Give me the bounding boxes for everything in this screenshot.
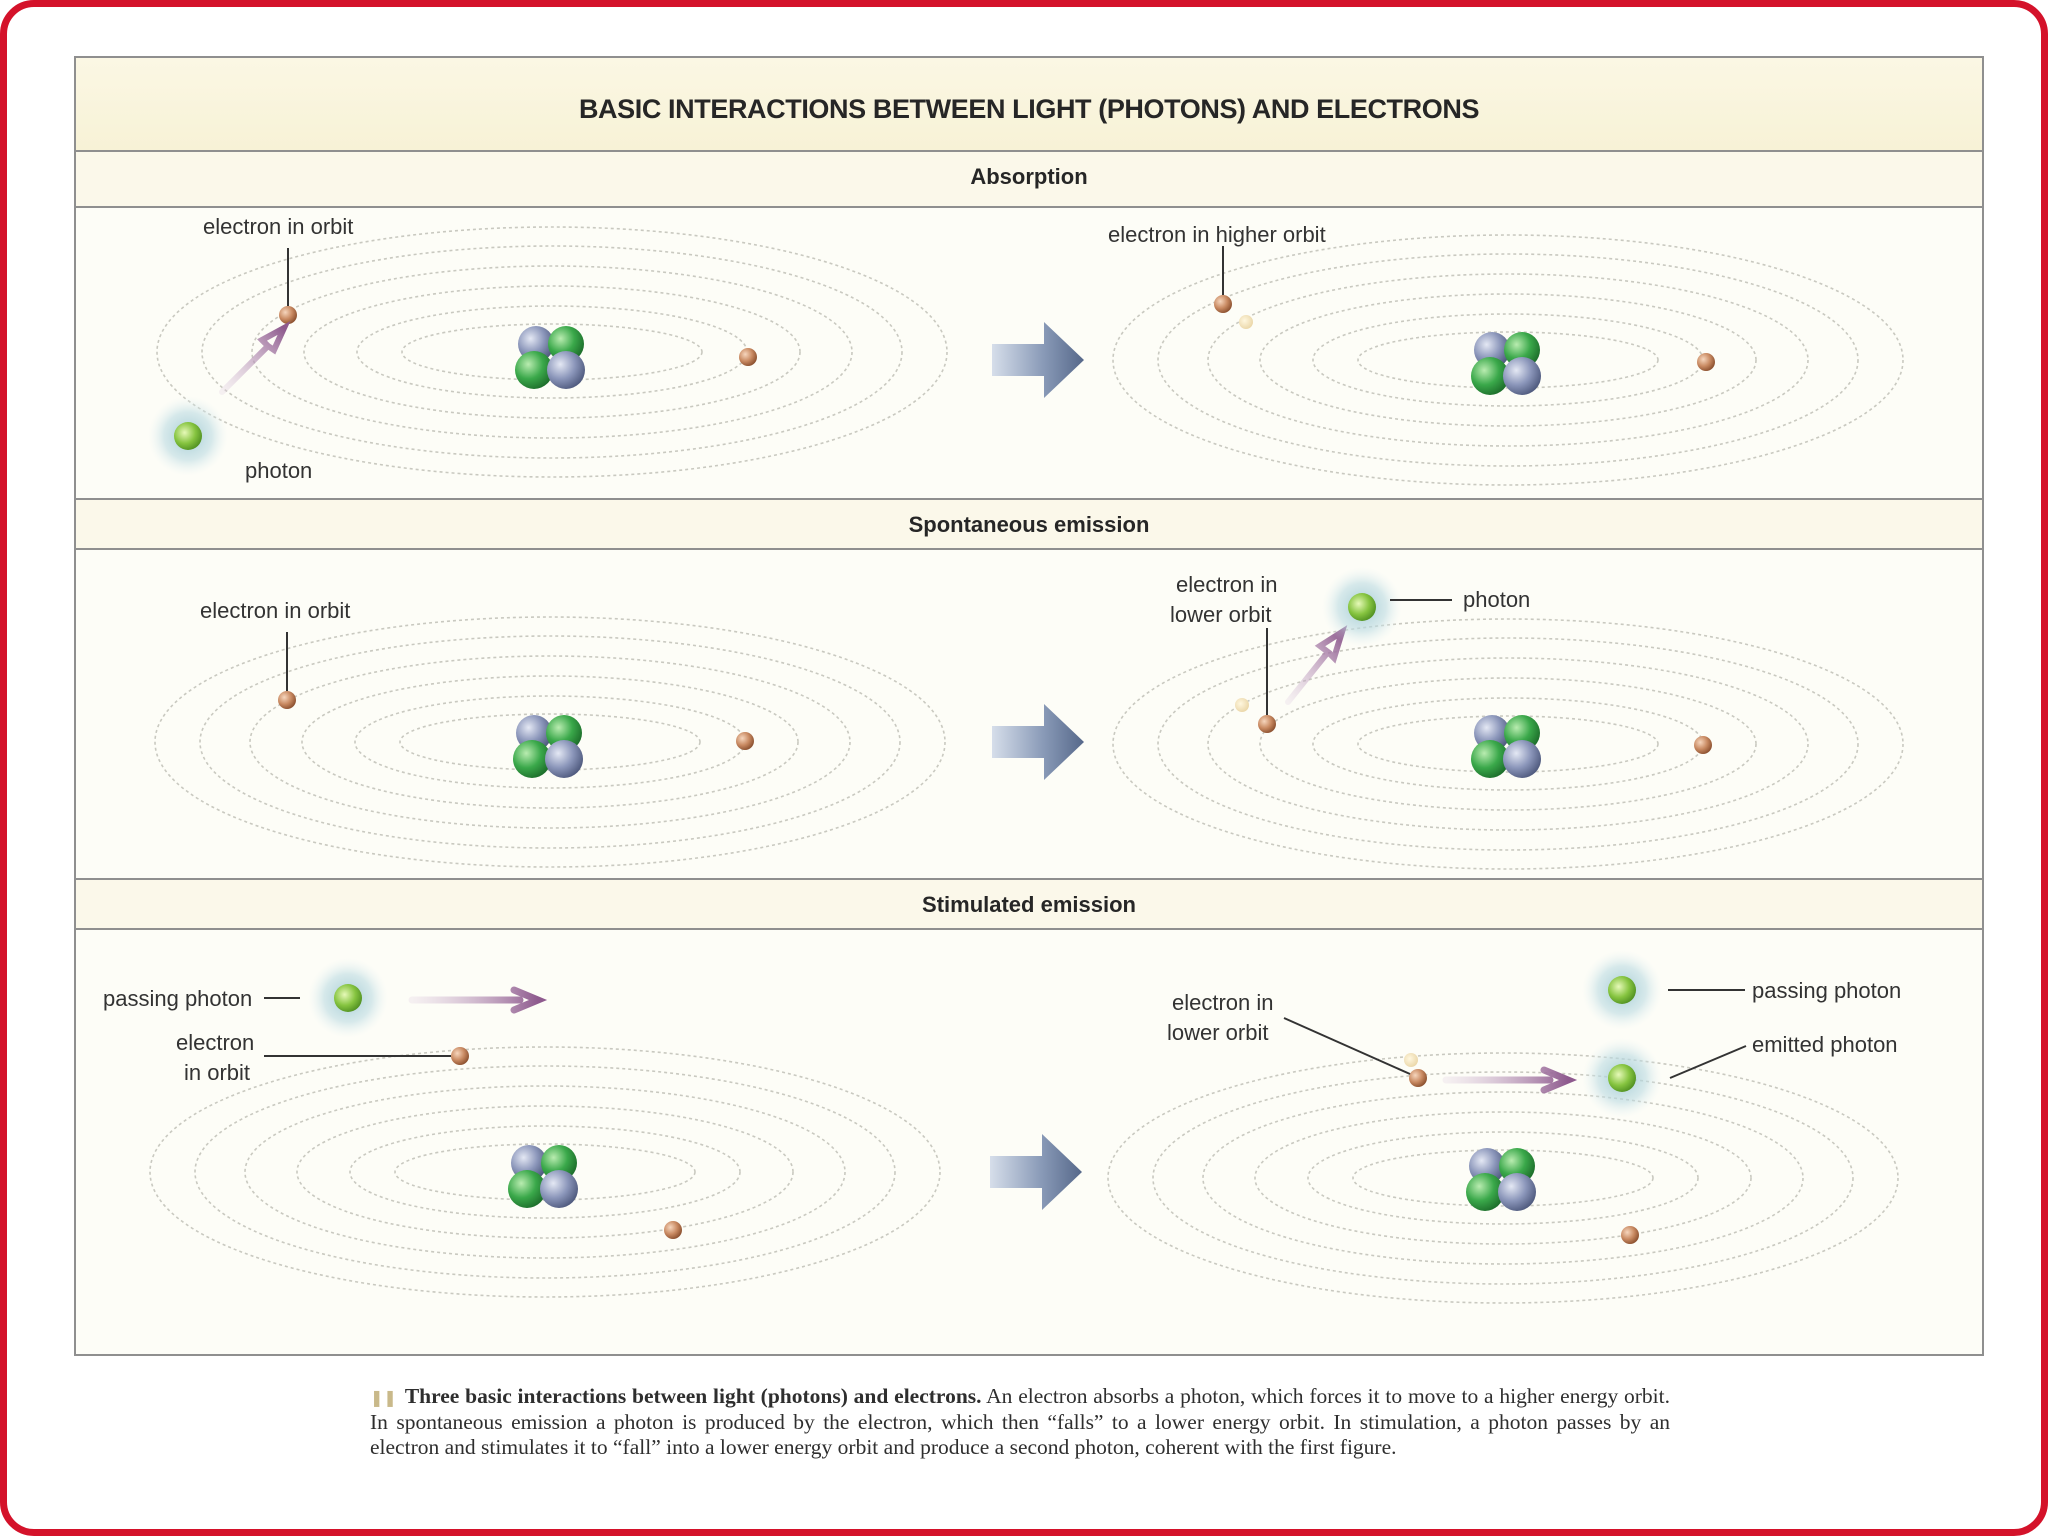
stimulated-after-atom [1107,1052,1899,1304]
label-passing-photon: passing photon [1752,978,1901,1003]
label-passing-photon: passing photon [103,986,252,1011]
figure-caption: ❚❚ Three basic interactions between light… [370,1384,1670,1460]
section-heading-absorption: Absorption [76,150,1982,208]
label-electron-in-lower-orbit: lower orbit [1170,602,1271,627]
photon-icon [1582,950,1662,1030]
label-photon: photon [1463,587,1530,612]
stimulated-before-atom [149,1046,941,1298]
label-electron-in-orbit: electron in orbit [200,598,350,623]
motion-arrow [219,321,291,395]
electron [1621,1226,1639,1244]
label-electron-in-orbit: in orbit [184,1060,250,1085]
electron [278,691,296,709]
electron [1258,715,1276,733]
electron [1697,353,1715,371]
electron-ghost [1404,1053,1418,1067]
label-photon: photon [245,458,312,483]
electron [279,306,297,324]
motion-arrow [1285,625,1348,705]
absorption-after-atom [1112,234,1904,486]
label-electron-in-higher-orbit: electron in higher orbit [1108,222,1326,247]
label-electron-in-lower-orbit: lower orbit [1167,1020,1268,1045]
electron [736,732,754,750]
figure-title: BASIC INTERACTIONS BETWEEN LIGHT (PHOTON… [578,94,1480,124]
label-electron-in-orbit: electron [176,1030,254,1055]
transition-arrow-icon [990,1134,1082,1210]
transition-arrow-icon [992,704,1084,780]
electron [1409,1069,1427,1087]
photon-icon [1582,1038,1662,1118]
motion-arrow [408,986,548,1014]
caption-bullet-icon: ❚❚ [370,1388,397,1407]
leader-line [1669,1045,1747,1079]
caption-lead: Three basic interactions between light (… [404,1384,982,1408]
section-heading-stimulated-emission: Stimulated emission [76,878,1982,930]
electron-ghost [1239,315,1253,329]
electron [1694,736,1712,754]
electron [451,1047,469,1065]
photon-icon [148,396,228,476]
section-heading-spontaneous-emission: Spontaneous emission [76,498,1982,550]
electron-ghost [1235,698,1249,712]
transition-arrow-icon [992,322,1084,398]
label-emitted-photon: emitted photon [1752,1032,1898,1057]
label-electron-in-lower-orbit: electron in [1176,572,1278,597]
caption-body: An electron absorbs a photon, which forc… [370,1384,1671,1459]
electron [739,348,757,366]
electron [1214,295,1232,313]
motion-arrow [1442,1066,1578,1094]
electron [664,1221,682,1239]
label-electron-in-orbit: electron in orbit [203,214,353,239]
spontaneous-before-atom [154,616,946,868]
figure-header: BASIC INTERACTIONS BETWEEN LIGHT (PHOTON… [76,58,1982,151]
photon-icon [308,958,388,1038]
label-electron-in-lower-orbit: electron in [1172,990,1274,1015]
leader-line [1283,1017,1411,1075]
photon-icon [1322,567,1402,647]
spontaneous-after-atom [1112,618,1904,870]
figure-panel: BASIC INTERACTIONS BETWEEN LIGHT (PHOTON… [74,56,1984,1356]
